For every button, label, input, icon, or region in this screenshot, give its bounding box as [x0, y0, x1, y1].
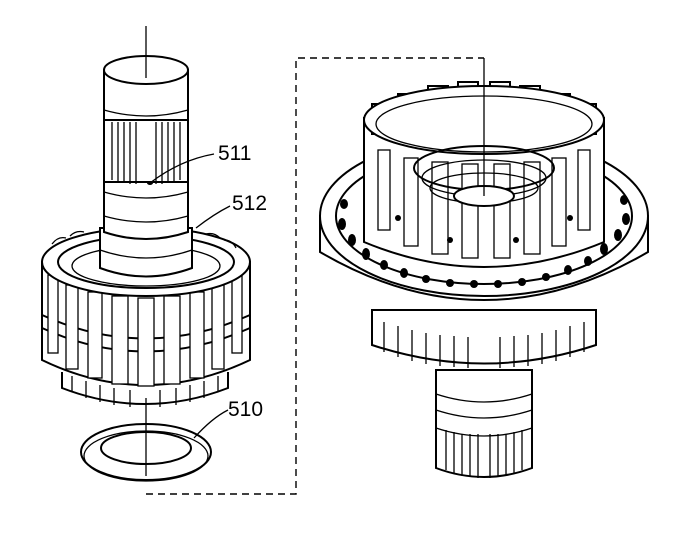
assembly-bracket: [146, 57, 484, 495]
label-511: 511: [218, 142, 251, 165]
leaders: [149, 153, 231, 439]
label-512: 512: [232, 192, 267, 215]
drum-hub-neck: [371, 309, 597, 368]
input-shaft-511: [99, 55, 193, 278]
label-510: 510: [228, 398, 263, 421]
drum-output-shaft: [435, 369, 533, 478]
left-assembly: [41, 26, 251, 482]
right-assembly-drum: [319, 58, 649, 478]
